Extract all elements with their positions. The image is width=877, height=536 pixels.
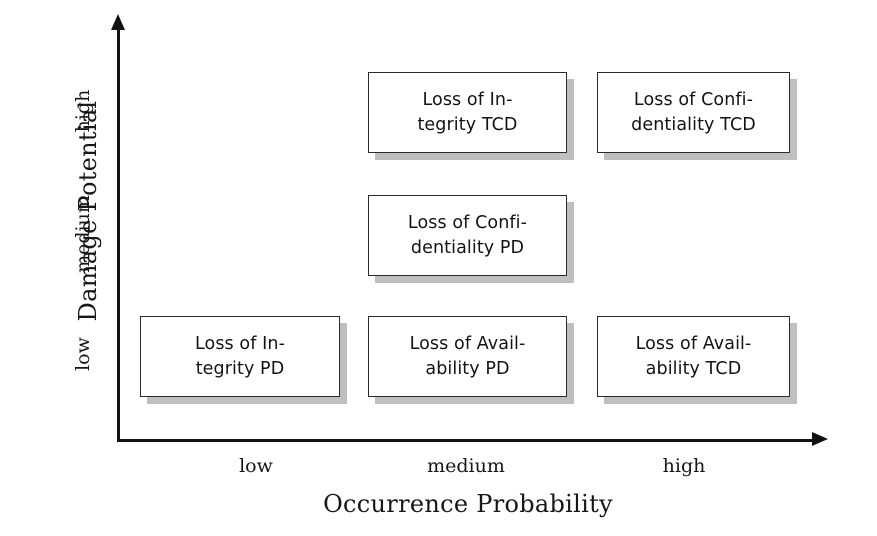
- matrix-cell-line-1: Loss of Confi-: [633, 89, 754, 110]
- matrix-cell-loss-of-confidentiality-tcd[interactable]: Loss of Confi- dentiality TCD: [597, 72, 790, 153]
- matrix-cell-loss-of-integrity-tcd[interactable]: Loss of In- tegrity TCD: [368, 72, 567, 153]
- matrix-cell-loss-of-availability-tcd[interactable]: Loss of Avail- ability TCD: [597, 316, 790, 397]
- matrix-cell-loss-of-confidentiality-pd[interactable]: Loss of Confi- dentiality PD: [368, 195, 567, 276]
- matrix-cell-line-2: ability TCD: [645, 358, 742, 379]
- matrix-cell-line-2: tegrity PD: [195, 358, 285, 379]
- matrix-cell-line-2: dentiality PD: [410, 237, 525, 258]
- y-axis-line: [117, 28, 120, 442]
- x-axis-title: Occurrence Probability: [323, 490, 613, 518]
- matrix-cell-loss-of-integrity-pd[interactable]: Loss of In- tegrity PD: [140, 316, 340, 397]
- x-axis-arrow-icon: [812, 432, 828, 446]
- matrix-cell-line-2: tegrity TCD: [417, 114, 518, 135]
- matrix-cell-line-1: Loss of Avail-: [409, 333, 526, 354]
- y-axis-tick-medium: medium: [72, 195, 94, 273]
- x-axis-tick-medium: medium: [427, 455, 505, 477]
- y-axis-tick-low: low: [72, 337, 94, 371]
- x-axis-line: [117, 439, 817, 442]
- matrix-cell-line-2: dentiality TCD: [631, 114, 756, 135]
- matrix-cell-line-1: Loss of Avail-: [635, 333, 752, 354]
- y-axis-tick-high: high: [72, 89, 94, 133]
- matrix-cell-line-2: ability PD: [425, 358, 510, 379]
- x-axis-tick-low: low: [239, 455, 273, 477]
- matrix-cell-line-1: Loss of In-: [194, 333, 286, 354]
- y-axis-arrow-icon: [111, 14, 125, 30]
- x-axis-tick-high: high: [662, 455, 706, 477]
- matrix-cell-line-1: Loss of In-: [422, 89, 513, 110]
- matrix-cell-loss-of-availability-pd[interactable]: Loss of Avail- ability PD: [368, 316, 567, 397]
- matrix-cell-line-1: Loss of Confi-: [407, 212, 528, 233]
